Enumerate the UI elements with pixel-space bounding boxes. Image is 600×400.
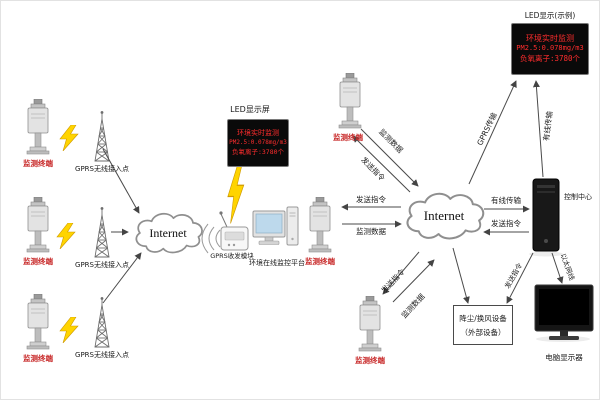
wired-label-horizontal: 有线传输	[491, 196, 521, 205]
arrow-tower3-to-cloud	[102, 252, 142, 304]
send-command-label-right: 发送指令	[491, 219, 521, 228]
radio-waves-icon	[201, 223, 221, 254]
external-device-line-1: 降尘/换风设备	[459, 313, 507, 323]
arrow-wired-to-led	[532, 80, 544, 178]
arrow-monitor-data-bottom	[392, 259, 435, 303]
gprs-ap-label-1: GPRS无线接入点	[75, 165, 129, 173]
led-screen-title: LED显示屏	[230, 105, 270, 114]
external-device-box: 降尘/换风设备 （外部设备）	[453, 305, 513, 345]
arrow-send-command-bottom	[382, 251, 420, 295]
led-line-1: 环境实时监测	[237, 129, 279, 138]
led-example-line-3: 负氧离子:3780个	[519, 54, 581, 64]
pc-monitor	[534, 284, 594, 340]
arrow-send-command-top	[352, 135, 411, 193]
lightning-icon-2	[56, 223, 76, 249]
gprs-antenna-tower-3	[94, 297, 110, 348]
monitor-terminal-1	[26, 99, 50, 155]
terminal-label-center: 监测终端	[305, 257, 335, 266]
control-center-tower	[532, 178, 560, 252]
gprs-module	[219, 211, 249, 251]
lightning-icon-1	[59, 125, 79, 151]
monitor-terminal-2	[26, 197, 50, 253]
arrow-monitor-data-top	[360, 128, 419, 187]
connector-arrows	[102, 80, 564, 304]
shadow	[529, 251, 563, 257]
monitor-terminal-bottom	[358, 296, 382, 352]
monitor-data-label-center: 监测数据	[356, 227, 386, 236]
gprs-ap-label-2: GPRS无线接入点	[75, 261, 129, 269]
led-example-title: LED显示(示例)	[524, 11, 576, 20]
lightning-arrow-led-to-module	[227, 165, 245, 224]
led-example-line-1: 环境实时监测	[526, 33, 574, 43]
monitor-terminal-top	[338, 73, 362, 129]
arrow-ethernet-to-monitor	[551, 252, 564, 284]
internet-label-left: Internet	[149, 226, 187, 240]
gprs-antenna-tower-1	[94, 111, 110, 162]
arrow-cloud-to-external-device	[452, 247, 470, 304]
arrow-tower1-to-cloud	[102, 148, 140, 214]
terminal-label-bottom: 监测终端	[355, 356, 385, 365]
gprs-antenna-tower-2	[94, 207, 110, 258]
led-display-screen: 环境实时监测 PM2.5:0.078mg/m3 负氧离子:3780个	[227, 119, 289, 167]
send-command-label-center: 发送指令	[356, 195, 386, 204]
control-center-label: 控制中心	[564, 193, 592, 201]
lightning-icon-3	[59, 317, 79, 343]
terminal-label-1: 监测终端	[23, 159, 53, 168]
platform-label: 环境在线监控平台	[249, 259, 305, 267]
external-device-line-2: （外部设备）	[460, 327, 506, 337]
terminal-label-3: 监测终端	[23, 354, 53, 363]
arrow-gprs-transmission	[468, 80, 517, 185]
arrow-command-to-external	[506, 252, 534, 304]
led-example-display: 环境实时监测 PM2.5:0.078mg/m3 负氧离子:3780个	[511, 23, 589, 75]
monitor-terminal-center	[308, 197, 332, 253]
gprs-module-label: GPRS收发模块	[210, 252, 254, 260]
internet-label-right: Internet	[423, 208, 465, 223]
monitor-terminal-3	[26, 294, 50, 350]
led-example-line-2: PM2.5:0.078mg/m3	[516, 44, 584, 53]
platform-computer	[252, 206, 299, 246]
pc-display-label: 电脑显示器	[545, 353, 583, 362]
terminal-label-top: 监测终端	[333, 133, 363, 142]
led-line-3: 负氧离子:3780个	[231, 147, 285, 156]
gprs-ap-label-3: GPRS无线接入点	[75, 351, 129, 359]
terminal-label-2: 监测终端	[23, 257, 53, 266]
led-line-2: PM2.5:0.078mg/m3	[229, 138, 287, 146]
